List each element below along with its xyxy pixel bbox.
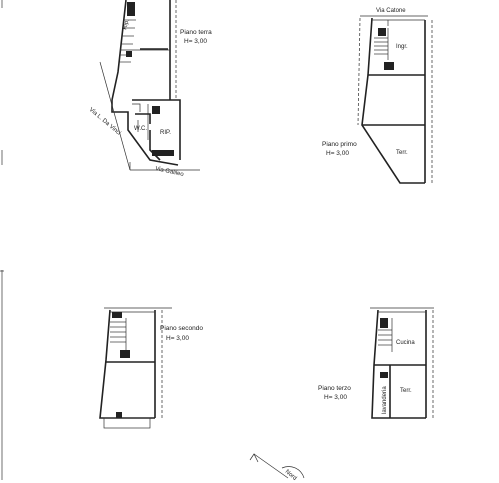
room-label-storage: RIP. [160,130,171,136]
room-label-wc: W.C. [134,126,147,132]
third-floor-title: Piano terzo [318,385,351,392]
ground-floor-height: H= 3,00 [184,38,207,45]
page-border-marks [0,0,4,480]
compass-label: Nord [284,469,298,482]
room-label-terrace-first: Terr. [396,150,408,156]
second-floor-title: Piano secondo [160,325,203,332]
street-label-catone: Via Catone [376,8,406,14]
room-label-laundry: lavanderia [382,386,388,414]
first-floor-title: Piano primo [322,141,357,148]
room-label-kitchen: Cucina [396,340,415,346]
second-floor-plan [99,307,172,429]
compass-arrow-icon [249,453,305,479]
room-label-terrace-third: Terr. [400,388,412,394]
room-label-entrance: Ingr. [396,44,408,50]
third-floor-height: H= 3,00 [324,394,347,401]
ground-floor-plan [99,0,200,171]
first-floor-plan [357,15,433,184]
third-floor-plan [370,307,434,419]
street-label-galileo: Via Galileo [155,166,185,178]
second-floor-height: H= 3,00 [166,335,189,342]
room-label-ground-stairs: Rip. [122,18,131,30]
ground-floor-title: Piano terra [180,29,212,36]
first-floor-height: H= 3,00 [326,150,349,157]
